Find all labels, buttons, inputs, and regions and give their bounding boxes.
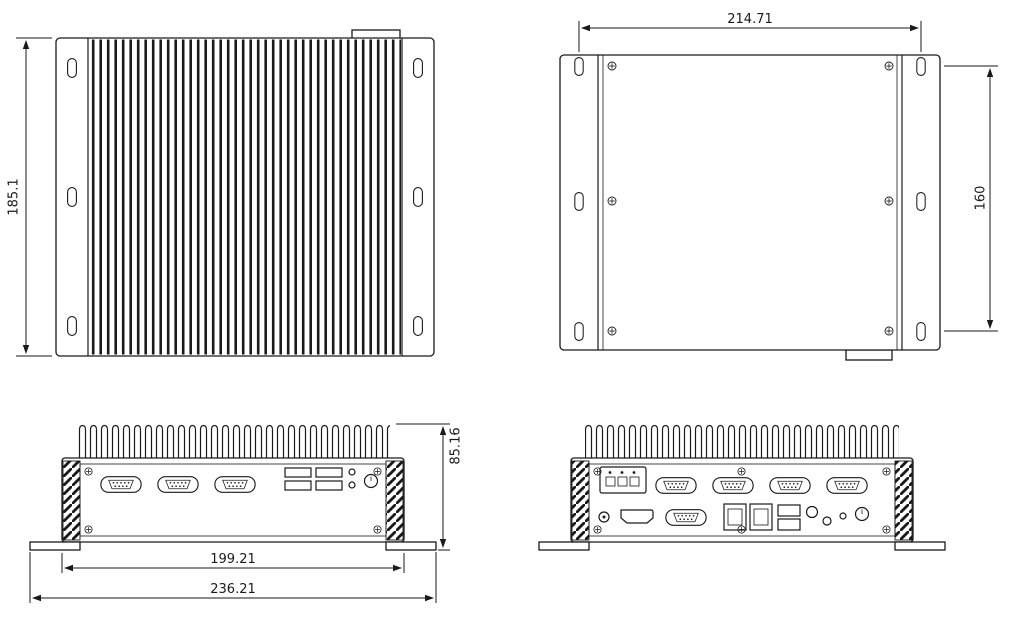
dim-inner-width: 199.21 bbox=[61, 552, 405, 573]
rear-vga-port bbox=[665, 509, 707, 526]
rear-mounting-ear-left bbox=[538, 541, 590, 551]
plate-body bbox=[559, 54, 941, 351]
rear-view bbox=[538, 424, 946, 551]
front-mounting-ear-left bbox=[29, 541, 81, 551]
db9-port bbox=[769, 477, 811, 494]
front-power-button bbox=[363, 473, 379, 489]
rear-body bbox=[570, 457, 914, 543]
front-panel bbox=[79, 463, 387, 537]
rear-side-fins-right bbox=[894, 460, 913, 541]
heatsink-fins bbox=[89, 39, 401, 355]
db9-port bbox=[214, 476, 256, 493]
dim-label-inner-width: 199.21 bbox=[210, 552, 256, 567]
front-side-fins-right bbox=[385, 460, 404, 541]
dim-label-front-height: 85.16 bbox=[449, 427, 464, 464]
front-usb-ports bbox=[284, 467, 343, 491]
front-heatsink-comb bbox=[76, 424, 390, 458]
rear-antenna-holes bbox=[805, 505, 847, 526]
rear-hdmi-port bbox=[620, 509, 654, 524]
rear-heatsink-comb bbox=[585, 424, 899, 458]
dim-mount-height: 160 bbox=[944, 65, 998, 332]
front-audio-jacks bbox=[348, 468, 356, 489]
db9-port bbox=[826, 477, 868, 494]
dim-mount-width: 214.71 bbox=[578, 12, 922, 52]
front-side-fins-left bbox=[62, 460, 81, 541]
front-view: 85.16 199.21 236.21 bbox=[29, 423, 464, 603]
rear-panel bbox=[588, 463, 896, 537]
dim-label-overall-width: 236.21 bbox=[210, 582, 256, 597]
rear-usb-ports bbox=[777, 504, 801, 531]
dim-label-mount-width: 214.71 bbox=[727, 12, 773, 27]
front-mounting-ear-right bbox=[385, 541, 437, 551]
rear-mounting-ear-right bbox=[894, 541, 946, 551]
dim-label-mount-height: 160 bbox=[974, 186, 989, 211]
db9-port bbox=[157, 476, 199, 493]
rear-lan-ports bbox=[723, 503, 773, 531]
dim-front-height: 85.16 bbox=[396, 423, 464, 551]
dim-overall-width: 236.21 bbox=[29, 552, 437, 603]
dim-side-height: 185.1 bbox=[7, 37, 52, 357]
db9-port bbox=[100, 476, 142, 493]
mounting-plate-view: 214.71 160 bbox=[559, 12, 998, 361]
top-view: 185.1 bbox=[7, 29, 435, 357]
rear-power-button bbox=[854, 506, 870, 522]
front-serial-ports bbox=[100, 476, 256, 493]
dim-label-side-height: 185.1 bbox=[7, 178, 22, 215]
rear-dc-jack bbox=[598, 511, 610, 523]
db9-port bbox=[655, 477, 697, 494]
rear-side-fins-left bbox=[571, 460, 590, 541]
db9-port bbox=[712, 477, 754, 494]
rear-power-terminal-block bbox=[599, 466, 647, 494]
front-body bbox=[61, 457, 405, 543]
plate-tab bbox=[845, 349, 893, 361]
